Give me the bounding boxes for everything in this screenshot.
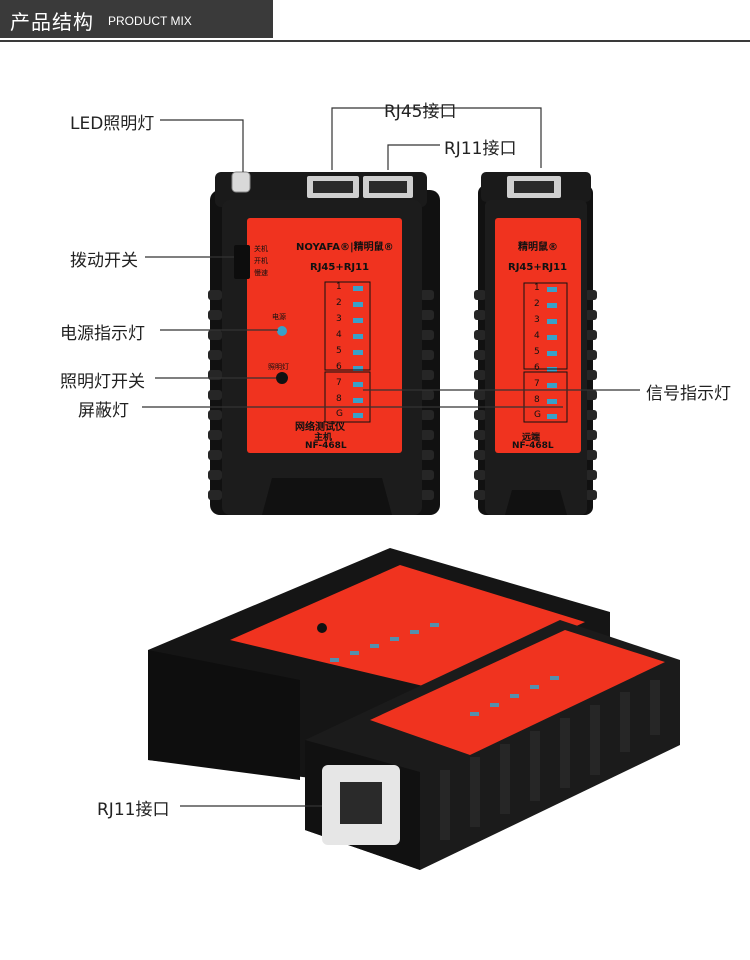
main-led-num-5: 5 [336, 346, 342, 356]
remote-led-num-g: G [534, 410, 541, 420]
switch-pos-on: 开机 [254, 257, 268, 265]
label-shield-light: 屏蔽灯 [78, 401, 129, 421]
remote-led-num-1: 1 [534, 283, 540, 293]
header-subtitle: PRODUCT MIX [108, 14, 192, 28]
remote-led-num-7: 7 [534, 379, 540, 389]
main-brand: NOYAFA®|精明鼠® [296, 242, 394, 253]
label-toggle-switch: 拨动开关 [70, 251, 138, 271]
leader-lines [142, 107, 640, 807]
main-led-num-8: 8 [336, 394, 342, 404]
remote-led-num-2: 2 [534, 299, 540, 309]
header-underline [0, 40, 750, 42]
remote-led-num-8: 8 [534, 395, 540, 405]
page-header: 产品结构 PRODUCT MIX [0, 0, 750, 42]
label-rj11-port-bottom: RJ11接口 [97, 800, 170, 820]
main-led-num-6: 6 [336, 362, 342, 372]
switch-pos-slow: 慢速 [254, 269, 268, 277]
main-led-num-g: G [336, 409, 343, 419]
remote-brand: 精明鼠® [518, 242, 558, 253]
main-led-num-2: 2 [336, 298, 342, 308]
remote-port-label: RJ45+RJ11 [508, 262, 568, 273]
label-rj45-port: RJ45接口 [384, 102, 457, 122]
remote-led-num-4: 4 [534, 331, 540, 341]
main-device-name: 网络测试仪 [295, 422, 345, 433]
power-text: 电源 [272, 313, 286, 321]
label-power-indicator: 电源指示灯 [60, 324, 145, 344]
remote-unit [474, 172, 597, 515]
combined-units [148, 548, 680, 870]
main-role: 主机 [314, 433, 333, 443]
header-bar [0, 0, 273, 38]
main-model: NF-468L [305, 441, 347, 451]
header-title: 产品结构 [10, 10, 94, 34]
switch-pos-off: 关机 [254, 245, 268, 253]
main-unit [208, 171, 440, 515]
remote-role: 远端 [522, 433, 541, 443]
remote-led-num-3: 3 [534, 315, 540, 325]
remote-led-num-6: 6 [534, 363, 540, 373]
main-led-num-1: 1 [336, 282, 342, 292]
label-led-light: LED照明灯 [70, 114, 155, 134]
label-signal-indicator: 信号指示灯 [646, 384, 731, 404]
main-led-num-3: 3 [336, 314, 342, 324]
remote-led-num-5: 5 [534, 347, 540, 357]
main-port-label: RJ45+RJ11 [310, 262, 370, 273]
label-rj11-port-top: RJ11接口 [444, 139, 517, 159]
main-led-num-4: 4 [336, 330, 342, 340]
light-text: 照明灯 [268, 363, 289, 371]
label-light-switch: 照明灯开关 [60, 372, 145, 392]
remote-model: NF-468L [512, 441, 554, 451]
main-led-num-7: 7 [336, 378, 342, 388]
